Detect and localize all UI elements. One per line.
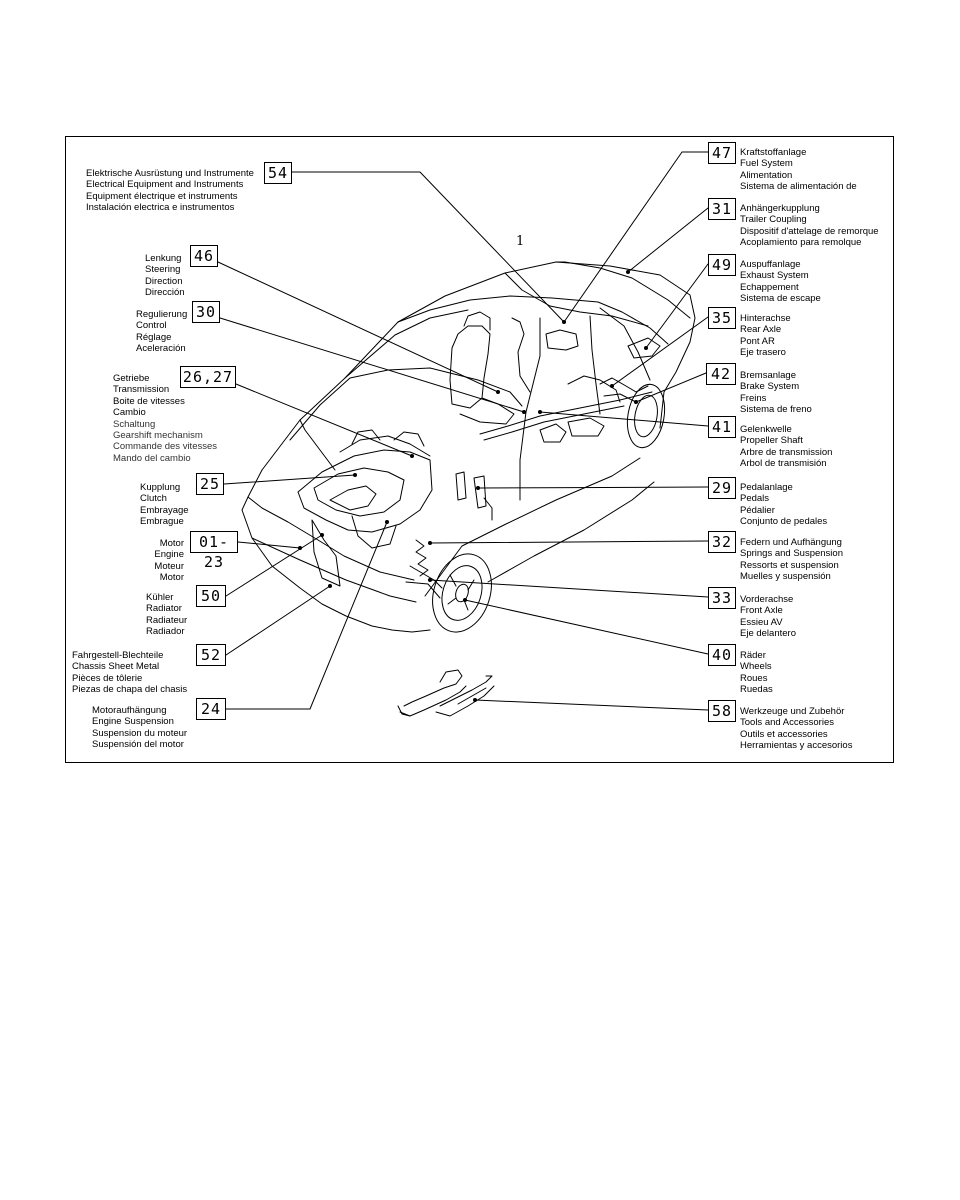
callout-box-33: 33 [708,587,736,609]
callout-box-40: 40 [708,644,736,666]
engine-bay [297,429,433,587]
callout-box-35: 35 [708,307,736,329]
diagram-frame [65,136,894,763]
leader-dots [298,270,648,702]
pedal-assembly [455,471,493,521]
car-interior [449,311,653,443]
callout-box-26-27: 26,27 [180,366,236,388]
callout-box-41: 41 [708,416,736,438]
callout-box-52: 52 [196,644,226,666]
callout-box-58: 58 [708,700,736,722]
callout-box-32: 32 [708,531,736,553]
callout-box-42: 42 [706,363,736,385]
callout-box-54: 54 [264,162,292,184]
leader-lines [217,151,709,711]
callout-box-47: 47 [708,142,736,164]
callout-box-50: 50 [196,585,226,607]
front-wheel [432,553,492,633]
callout-box-29: 29 [708,477,736,499]
callout-box-46: 46 [190,245,218,267]
callout-box-01-23: 01-23 [190,531,238,571]
car-body-outline [241,261,696,633]
rear-wheel [626,383,666,449]
car-roof-windows [344,261,691,501]
callout-box-30: 30 [192,301,220,323]
rear-axle [599,337,661,403]
callout-box-25: 25 [196,473,224,495]
callout-box-49: 49 [708,254,736,276]
front-suspension [405,539,443,599]
callout-box-24: 24 [196,698,226,720]
callout-box-31: 31 [708,198,736,220]
tools-drawing [397,669,495,717]
car-marker: 1 [516,234,525,249]
